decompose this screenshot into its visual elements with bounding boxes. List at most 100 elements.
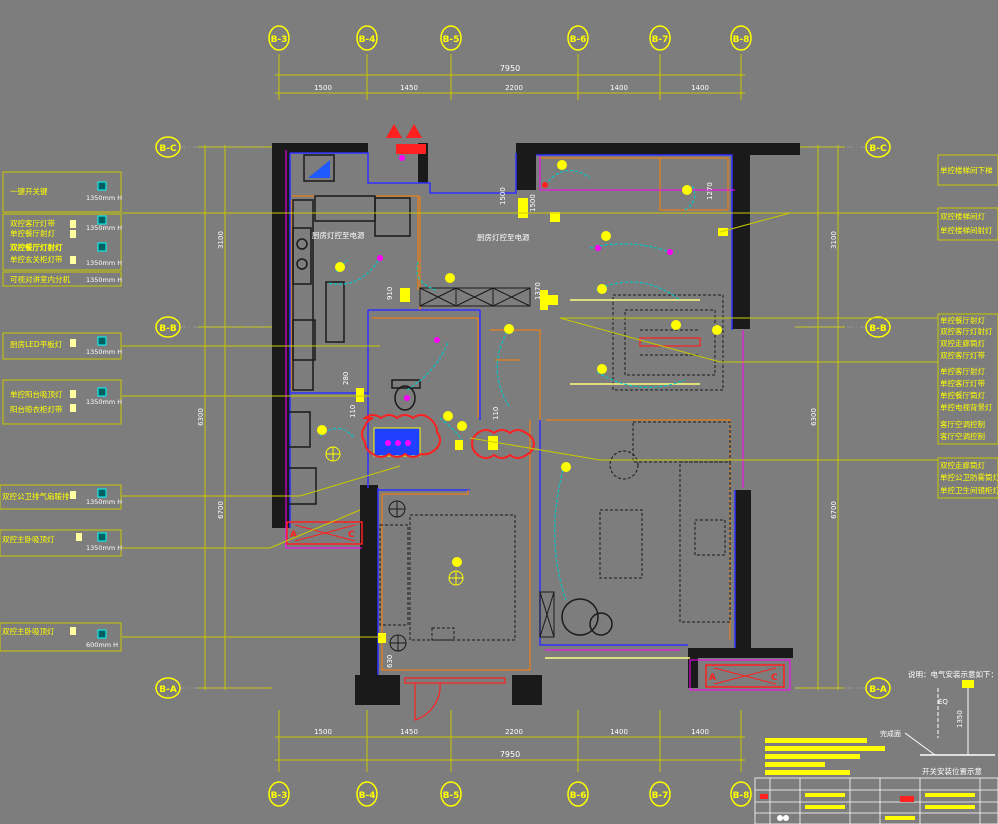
fridge-icon — [303, 154, 335, 182]
svg-text:B-7: B-7 — [652, 791, 669, 801]
bottom-seg-3: 2200 — [505, 728, 523, 736]
axis-center-lines — [180, 146, 866, 689]
switch-box-icon — [718, 228, 728, 236]
svg-text:630: 630 — [386, 655, 394, 668]
lamp-tag-icon — [335, 262, 345, 272]
left-note-panel: 一键开关键 1350mm H 双控客厅灯带 1350mm H 单控餐厅射灯 双控… — [0, 171, 122, 652]
note-box-2: 双控客厅灯带 1350mm H 单控餐厅射灯 双控餐厅灯射灯 单控玄关柜灯带 1… — [2, 213, 122, 271]
svg-text:B-8: B-8 — [733, 35, 750, 45]
svg-text:单控餐厅筒灯: 单控餐厅筒灯 — [940, 390, 985, 400]
svg-text:B-3: B-3 — [271, 791, 288, 801]
right-dimension-chain — [795, 145, 845, 690]
note-box-8: 双控主卧吸顶灯 600mm H — [0, 622, 122, 652]
light-strips — [545, 299, 700, 659]
note-box-1: 一键开关键 1350mm H — [2, 171, 122, 213]
ceiling-lamp-icons — [325, 446, 464, 586]
svg-text:单控客厅射灯: 单控客厅射灯 — [940, 366, 985, 376]
axis-bubble: B-B — [155, 316, 181, 338]
svg-text:双控客厅灯射灯: 双控客厅灯射灯 — [940, 326, 993, 336]
legend-height: 1350 — [956, 710, 964, 728]
svg-text:单控阳台吸顶灯: 单控阳台吸顶灯 — [10, 389, 63, 399]
svg-text:双控主卧吸顶灯: 双控主卧吸顶灯 — [2, 534, 55, 544]
lamp-tag-icon — [595, 231, 673, 255]
svg-text:单控餐厅射灯: 单控餐厅射灯 — [940, 315, 985, 325]
svg-text:1350mm H: 1350mm H — [86, 398, 122, 406]
svg-text:1500: 1500 — [499, 187, 507, 205]
svg-text:B-6: B-6 — [570, 791, 587, 801]
svg-text:客厅空调控制: 客厅空调控制 — [940, 419, 985, 429]
lamp-tag-icon — [561, 462, 571, 472]
general-notes-block — [765, 738, 885, 775]
top-seg-2: 1450 — [400, 84, 418, 92]
svg-text:B-B: B-B — [159, 324, 177, 334]
legend-caption: 开关安装位置示意 — [922, 766, 982, 776]
bottom-seg-2: 1450 — [400, 728, 418, 736]
walls — [272, 143, 800, 705]
lamp-tag-icon — [504, 324, 514, 334]
right-note-panel: 单控楼梯间下梯 双控楼梯间灯 单控楼梯间射灯 单控餐厅射灯 双控客厅灯射灯 双控… — [937, 154, 998, 499]
switch-box-icon — [356, 388, 364, 402]
svg-text:1500: 1500 — [529, 194, 537, 212]
axis-bubble: B-7 — [649, 25, 671, 51]
svg-text:C: C — [771, 673, 778, 683]
dining-lights — [639, 337, 701, 347]
switch-box-icon — [540, 290, 558, 310]
top-seg-3: 2200 — [505, 84, 523, 92]
interior-outlines-magenta — [285, 150, 791, 691]
right-lower-dimension: 6700 — [830, 501, 838, 519]
axis-bubble: B-8 — [730, 781, 752, 807]
lamp-tag-icon — [597, 364, 607, 374]
svg-text:1350mm H: 1350mm H — [86, 224, 122, 232]
distribution-box-icon — [386, 124, 426, 161]
axis-bubble: B-3 — [268, 781, 290, 807]
svg-text:双控公卫排气扇暖排: 双控公卫排气扇暖排 — [2, 491, 70, 501]
entry-door — [404, 677, 506, 721]
svg-text:A: A — [709, 673, 716, 683]
note-box-6: 双控公卫排气扇暖排 1350mm H — [0, 484, 122, 510]
room-label-dining: 厨房灯控至电源 — [477, 232, 530, 242]
switch-box-icon — [455, 436, 498, 450]
svg-text:A: A — [290, 530, 297, 540]
svg-text:B-3: B-3 — [271, 35, 288, 45]
svg-text:可视对讲室内分机: 可视对讲室内分机 — [10, 274, 70, 284]
svg-text:B-A: B-A — [159, 685, 177, 695]
svg-text:双控客厅灯带: 双控客厅灯带 — [940, 350, 985, 360]
note-box-4: 厨房LED平板灯 1350mm H — [2, 332, 122, 360]
svg-text:双控客厅灯带: 双控客厅灯带 — [10, 218, 55, 228]
top-segment-dimensions: 1500 1450 2200 1400 1400 — [314, 84, 709, 92]
svg-text:厨房LED平板灯: 厨房LED平板灯 — [10, 339, 63, 349]
dining-table — [612, 294, 724, 391]
bottom-seg-1: 1500 — [314, 728, 332, 736]
bathroom-vanity-icon — [373, 427, 421, 457]
lamp-tag-icon — [445, 273, 455, 283]
axis-bubble: B-5 — [440, 25, 462, 51]
axis-bubble: B-6 — [567, 25, 589, 51]
note-box-3: 可视对讲室内分机 1350mm H — [2, 271, 122, 287]
svg-text:1270: 1270 — [706, 182, 714, 200]
svg-text:单控公卫防雾筒灯: 单控公卫防雾筒灯 — [940, 472, 998, 482]
svg-text:B-C: B-C — [869, 144, 887, 154]
axis-bubble: B-3 — [268, 25, 290, 51]
room-label-kitchen: 厨房灯控至电源 — [312, 230, 365, 240]
axis-bubble: B-A — [865, 677, 891, 699]
svg-text:110: 110 — [349, 405, 357, 418]
legend-eq: EQ — [938, 698, 948, 706]
downlight-symbols — [388, 500, 407, 652]
svg-text:1350mm H: 1350mm H — [86, 544, 122, 552]
svg-text:910: 910 — [386, 287, 394, 300]
svg-text:客厅空调控制: 客厅空调控制 — [940, 431, 985, 441]
lamp-tag-icon — [443, 411, 467, 431]
top-seg-1: 1500 — [314, 84, 332, 92]
svg-text:1350mm H: 1350mm H — [86, 498, 122, 506]
svg-text:单控客厅灯带: 单控客厅灯带 — [940, 378, 985, 388]
tv-cabinet — [539, 591, 555, 638]
svg-text:600mm H: 600mm H — [86, 641, 118, 649]
bottom-total-dimension: 7950 — [500, 750, 520, 759]
axis-bubble: B-8 — [730, 25, 752, 51]
ac-unit-right: A C — [705, 664, 785, 688]
left-total-dimension: 6300 — [197, 408, 205, 426]
bottom-segment-dimensions: 1500 1450 2200 1400 1400 — [314, 728, 709, 736]
lamp-tag-icon — [317, 425, 327, 435]
svg-text:单控楼梯间下梯: 单控楼梯间下梯 — [940, 165, 993, 175]
upper-cabinets — [419, 287, 531, 307]
